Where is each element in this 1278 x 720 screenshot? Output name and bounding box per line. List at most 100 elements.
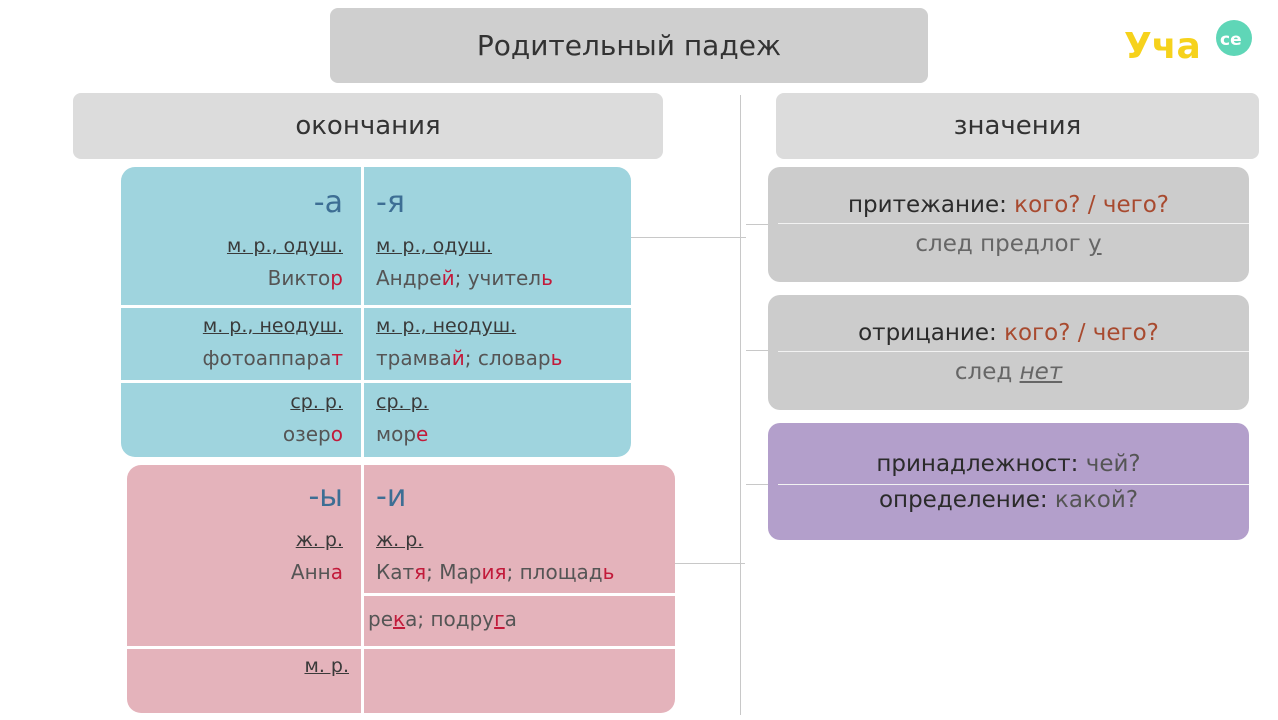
word-ending: ия bbox=[481, 560, 507, 584]
gender-label: ср. р. bbox=[290, 391, 343, 413]
word-ending: а bbox=[504, 607, 517, 631]
word-base: Кат bbox=[376, 560, 415, 584]
word-ending: е bbox=[416, 422, 429, 446]
page-title-text: Родительный падеж bbox=[476, 29, 782, 62]
gender-label: ж. р. bbox=[295, 529, 343, 551]
meanings-header-text: значения bbox=[953, 111, 1082, 141]
word-base: ре bbox=[368, 607, 393, 631]
table-divider bbox=[121, 380, 631, 383]
word-ending: я bbox=[414, 560, 427, 584]
gender-label: м. р., одуш. bbox=[226, 235, 343, 257]
endings-table-pink: -ы -и ж. р. Анна ж. р. Катя; Мария; площ… bbox=[127, 465, 675, 713]
separator: ; bbox=[506, 560, 514, 584]
word-base: Андре bbox=[376, 266, 442, 290]
word-base: фотоаппара bbox=[202, 346, 332, 370]
meaning-line: притежание: кого? / чего? bbox=[768, 192, 1249, 218]
word-base: учител bbox=[467, 266, 542, 290]
word-base: подру bbox=[430, 607, 495, 631]
gender-label: ср. р. bbox=[376, 391, 429, 413]
word-base: словар bbox=[477, 346, 551, 370]
ending-i: -и bbox=[376, 479, 407, 514]
word-base: площад bbox=[519, 560, 603, 584]
page-title: Родительный падеж bbox=[330, 8, 928, 83]
word-consonant: г bbox=[494, 607, 505, 631]
meaning-label: принадлежност: bbox=[876, 451, 1079, 477]
box-divider bbox=[778, 223, 1249, 224]
gender-label: ж. р. bbox=[376, 529, 424, 551]
table-cell: м. р., одуш. Андрей; учитель bbox=[376, 229, 626, 294]
endings-table-blue: -а -я м. р., одуш. Виктор м. р., одуш. А… bbox=[121, 167, 631, 457]
logo: Уча се bbox=[1122, 18, 1262, 70]
word-ending: ь bbox=[541, 266, 553, 290]
connector-line bbox=[746, 350, 770, 351]
separator: ; bbox=[454, 266, 462, 290]
meaning-rule: след предлог у bbox=[768, 231, 1249, 257]
ending-y: -ы bbox=[308, 479, 343, 514]
word-ending: й bbox=[441, 266, 455, 290]
center-divider bbox=[740, 95, 741, 715]
rule-text: след предлог bbox=[915, 231, 1081, 257]
meaning-label: определение: bbox=[878, 487, 1048, 513]
word-ending: а bbox=[405, 607, 418, 631]
ending-a: -а bbox=[313, 185, 343, 220]
table-divider bbox=[363, 593, 675, 596]
meaning-question: какой? bbox=[1054, 487, 1139, 513]
table-divider bbox=[127, 646, 675, 649]
rule-word: нет bbox=[1019, 359, 1063, 385]
box-divider bbox=[778, 351, 1249, 352]
logo-badge-text: се bbox=[1220, 30, 1242, 50]
gender-label: м. р., неодуш. bbox=[202, 315, 343, 337]
gender-label: м. р. bbox=[304, 655, 349, 677]
rule-word: у bbox=[1087, 231, 1102, 257]
word-ending: й bbox=[451, 346, 465, 370]
word-ending: т bbox=[331, 346, 343, 370]
word-base: трамва bbox=[376, 346, 452, 370]
table-cell: ср. р. море bbox=[376, 385, 626, 450]
connector-line bbox=[675, 563, 745, 564]
word-ending: р bbox=[330, 266, 343, 290]
ending-ya: -я bbox=[376, 185, 405, 220]
word-ending: ь bbox=[550, 346, 563, 370]
gender-label: м. р., неодуш. bbox=[376, 315, 517, 337]
word-ending: о bbox=[330, 422, 343, 446]
table-divider bbox=[361, 465, 364, 713]
logo-icon: Уча се bbox=[1124, 20, 1252, 67]
box-divider bbox=[778, 484, 1249, 485]
word-consonant: к bbox=[393, 607, 406, 631]
table-divider bbox=[121, 305, 631, 308]
meanings-header: значения bbox=[776, 93, 1259, 159]
table-cell: река; подруга bbox=[368, 603, 668, 635]
meaning-rule: след нет bbox=[768, 359, 1249, 385]
table-cell: м. р., одуш. Виктор bbox=[121, 229, 343, 294]
meaning-question: кого? / чего? bbox=[1014, 192, 1169, 218]
meaning-label: отрицание: bbox=[858, 320, 997, 346]
meaning-line: определение: какой? bbox=[768, 487, 1249, 513]
table-cell: ж. р. Анна bbox=[127, 523, 343, 588]
separator: ; bbox=[464, 346, 472, 370]
meaning-negation: отрицание: кого? / чего? след нет bbox=[768, 295, 1249, 410]
endings-header: окончания bbox=[73, 93, 663, 159]
connector-line bbox=[746, 484, 770, 485]
meaning-line: принадлежност: чей? bbox=[768, 451, 1249, 477]
connector-line bbox=[746, 224, 770, 225]
table-divider bbox=[361, 167, 364, 457]
logo-badge-circle bbox=[1216, 20, 1252, 56]
separator: ; bbox=[426, 560, 433, 584]
separator: ; bbox=[417, 607, 425, 631]
meaning-question: кого? / чего? bbox=[1004, 320, 1159, 346]
table-cell: ср. р. озеро bbox=[121, 385, 343, 450]
word-ending: ь bbox=[602, 560, 615, 584]
endings-header-text: окончания bbox=[295, 111, 441, 141]
word-base: Викто bbox=[267, 266, 331, 290]
table-cell: м. р., неодуш. трамвай; словарь bbox=[376, 309, 626, 374]
meaning-possession: притежание: кого? / чего? след предлог у bbox=[768, 167, 1249, 282]
meaning-line: отрицание: кого? / чего? bbox=[768, 320, 1249, 346]
word-base: Анн bbox=[290, 560, 331, 584]
meaning-question: чей? bbox=[1085, 451, 1141, 477]
table-cell: м. р. bbox=[127, 649, 349, 682]
word-base: мор bbox=[376, 422, 417, 446]
table-cell: ж. р. Катя; Мария; площадь bbox=[376, 523, 675, 588]
meaning-belonging: принадлежност: чей? определение: какой? bbox=[768, 423, 1249, 540]
word-ending: а bbox=[330, 560, 343, 584]
word-base: озер bbox=[282, 422, 331, 446]
